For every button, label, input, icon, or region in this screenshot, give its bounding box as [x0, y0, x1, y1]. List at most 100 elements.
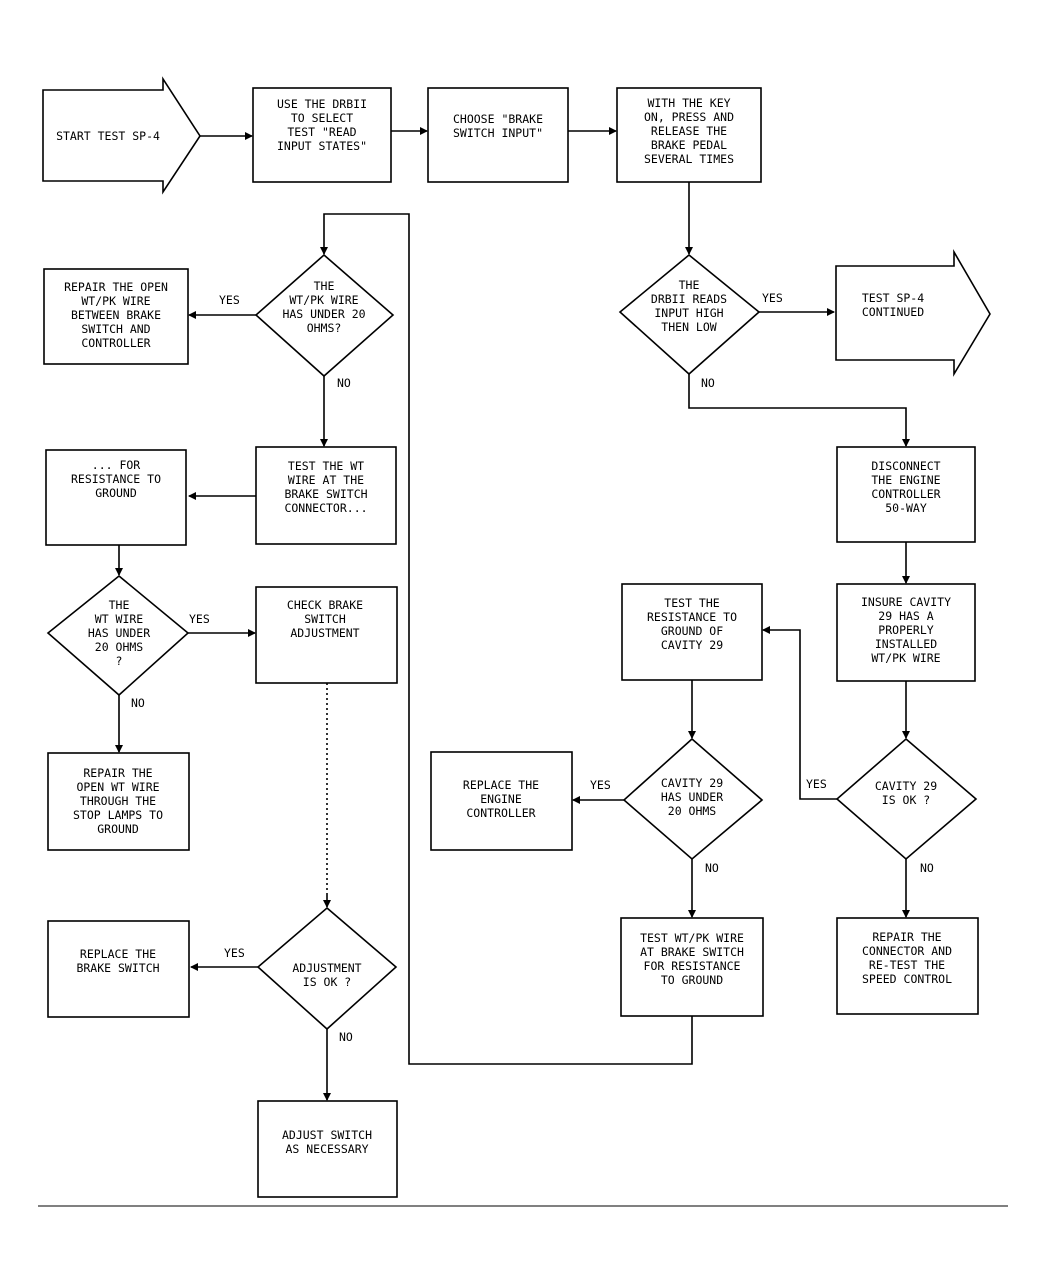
no-label: NO: [701, 376, 715, 390]
node-text-line: RESISTANCE TO: [647, 610, 737, 624]
node-text-line: CONTROLLER: [871, 487, 940, 501]
wt-under20-decision: THE WT WIRE HAS UNDER 20 OHMS ?: [46, 574, 190, 697]
key-on-box: WITH THE KEY ON, PRESS AND RELEASE THE B…: [616, 87, 762, 183]
node-text-line: STOP LAMPS TO: [73, 808, 163, 822]
node-text-line: HAS UNDER: [661, 790, 723, 804]
node-text-line: FOR RESISTANCE: [644, 959, 741, 973]
yes-label: YES: [224, 946, 245, 960]
node-text-line: RELEASE THE: [651, 124, 727, 138]
use-drbii-box: USE THE DRBII TO SELECT TEST "READ INPUT…: [252, 87, 392, 183]
node-text-line: OPEN WT WIRE: [76, 780, 159, 794]
adjust-switch-box: ADJUST SWITCH AS NECESSARY: [257, 1100, 398, 1198]
node-text-line: HAS UNDER 20: [282, 307, 365, 321]
yes-label: YES: [762, 291, 783, 305]
node-text-line: BRAKE SWITCH: [76, 961, 159, 975]
start-label: START TEST SP-4: [56, 129, 160, 143]
node-text-line: TO SELECT: [291, 111, 353, 125]
node-text-line: SWITCH AND: [81, 322, 150, 336]
node-text-line: TO GROUND: [661, 973, 723, 987]
node-text-line: THE ENGINE: [871, 473, 940, 487]
branch-labels: YES NO YES NO YES NO YES NO YES NO YES N…: [131, 291, 934, 1044]
node-text-line: REPAIR THE OPEN: [64, 280, 168, 294]
node-text-line: GROUND: [95, 486, 137, 500]
node-text-line: CAVITY 29: [875, 779, 937, 793]
node-text-line: INSURE CAVITY: [861, 595, 951, 609]
check-adjustment-box: CHECK BRAKE SWITCH ADJUSTMENT: [255, 586, 398, 684]
node-text-line: SPEED CONTROL: [862, 972, 952, 986]
node-text-line: WT/PK WIRE: [871, 651, 940, 665]
node-text-line: IS OK ?: [882, 793, 930, 807]
repair-open-wt-box: REPAIR THE OPEN WT WIRE THROUGH THE STOP…: [47, 752, 190, 851]
choose-brake-switch-box: CHOOSE "BRAKE SWITCH INPUT": [427, 87, 569, 183]
node-text-line: SWITCH: [304, 612, 346, 626]
node-text-line: WT/PK WIRE: [81, 294, 150, 308]
node-text-line: CAVITY 29: [661, 776, 723, 790]
node-text-line: THE: [679, 278, 700, 292]
node-text-line: WIRE AT THE: [288, 473, 364, 487]
disconnect-box: DISCONNECT THE ENGINE CONTROLLER 50-WAY: [836, 446, 976, 543]
node-text-line: RESISTANCE TO: [71, 472, 161, 486]
node-text-line: CHOOSE "BRAKE: [453, 112, 543, 126]
no-label: NO: [337, 376, 351, 390]
node-text-line: BETWEEN BRAKE: [71, 308, 161, 322]
node-text-line: CONTROLLER: [466, 806, 535, 820]
replace-controller-box: REPLACE THE ENGINE CONTROLLER: [430, 751, 573, 851]
node-text-line: 20 OHMS: [95, 640, 144, 654]
node-text-line: CHECK BRAKE: [287, 598, 363, 612]
yes-label: YES: [806, 777, 827, 791]
adjustment-ok-decision: ADJUSTMENT IS OK ?: [256, 906, 398, 1031]
node-text-line: WITH THE KEY: [647, 96, 730, 110]
node-text-line: DRBII READS: [651, 292, 727, 306]
drbii-reads-decision: THE DRBII READS INPUT HIGH THEN LOW: [618, 253, 761, 376]
node-text-line: TEST WT/PK WIRE: [640, 931, 744, 945]
node-text-line: CONTROLLER: [81, 336, 150, 350]
node-text-line: AT BRAKE SWITCH: [640, 945, 744, 959]
test-wtpk-box: TEST WT/PK WIRE AT BRAKE SWITCH FOR RESI…: [620, 917, 764, 1017]
node-text-line: DISCONNECT: [871, 459, 940, 473]
node-text-line: GROUND OF: [661, 624, 723, 638]
node-text-line: BRAKE PEDAL: [651, 138, 727, 152]
node-text-line: ?: [116, 654, 123, 668]
node-text-line: RE-TEST THE: [869, 958, 945, 972]
test-wt-wire-box: TEST THE WT WIRE AT THE BRAKE SWITCH CON…: [255, 446, 397, 545]
node-text-line: HAS UNDER: [88, 626, 150, 640]
node-text-line: TEST "READ: [287, 125, 356, 139]
node-text-line: REPAIR THE: [83, 766, 152, 780]
node-text-line: GROUND: [97, 822, 139, 836]
node-text-line: WT WIRE: [95, 612, 144, 626]
node-text-line: BRAKE SWITCH: [284, 487, 367, 501]
no-label: NO: [131, 696, 145, 710]
no-label: NO: [920, 861, 934, 875]
connectors: [115, 127, 910, 1101]
node-text-line: CAVITY 29: [661, 638, 723, 652]
node-text-line: THE: [109, 598, 130, 612]
node-text-line: REPLACE THE: [80, 947, 156, 961]
yes-label: YES: [219, 293, 240, 307]
test-resistance-cavity29-box: TEST THE RESISTANCE TO GROUND OF CAVITY …: [621, 583, 763, 681]
cavity-ok-decision: CAVITY 29 IS OK ?: [835, 737, 978, 861]
yes-label: YES: [590, 778, 611, 792]
node-text-line: THEN LOW: [661, 320, 716, 334]
node-text-line: ENGINE: [480, 792, 522, 806]
node-text-line: 29 HAS A: [878, 609, 933, 623]
insure-cavity-box: INSURE CAVITY 29 HAS A PROPERLY INSTALLE…: [836, 583, 976, 682]
node-text-line: PROPERLY: [878, 623, 933, 637]
node-text-line: 50-WAY: [885, 501, 927, 515]
node-text-line: USE THE DRBII: [277, 97, 367, 111]
yes-label: YES: [189, 612, 210, 626]
continued-arrow: TEST SP-4 CONTINUED: [835, 249, 991, 377]
node-text-line: TEST THE WT: [288, 459, 364, 473]
node-text-line: REPAIR THE: [872, 930, 941, 944]
node-text-line: OHMS?: [307, 321, 342, 335]
node-text-line: ADJUSTMENT: [292, 961, 361, 975]
node-text-line: SEVERAL TIMES: [644, 152, 734, 166]
node-text-line: THROUGH THE: [80, 794, 156, 808]
node-text-line: TEST SP-4: [862, 291, 924, 305]
node-text-line: ... FOR: [92, 458, 141, 472]
node-text-line: TEST THE: [664, 596, 719, 610]
node-text-line: INPUT STATES": [277, 139, 367, 153]
node-text-line: ADJUSTMENT: [290, 626, 359, 640]
node-text-line: SWITCH INPUT": [453, 126, 543, 140]
cavity-under20-decision: CAVITY 29 HAS UNDER 20 OHMS: [622, 737, 764, 861]
